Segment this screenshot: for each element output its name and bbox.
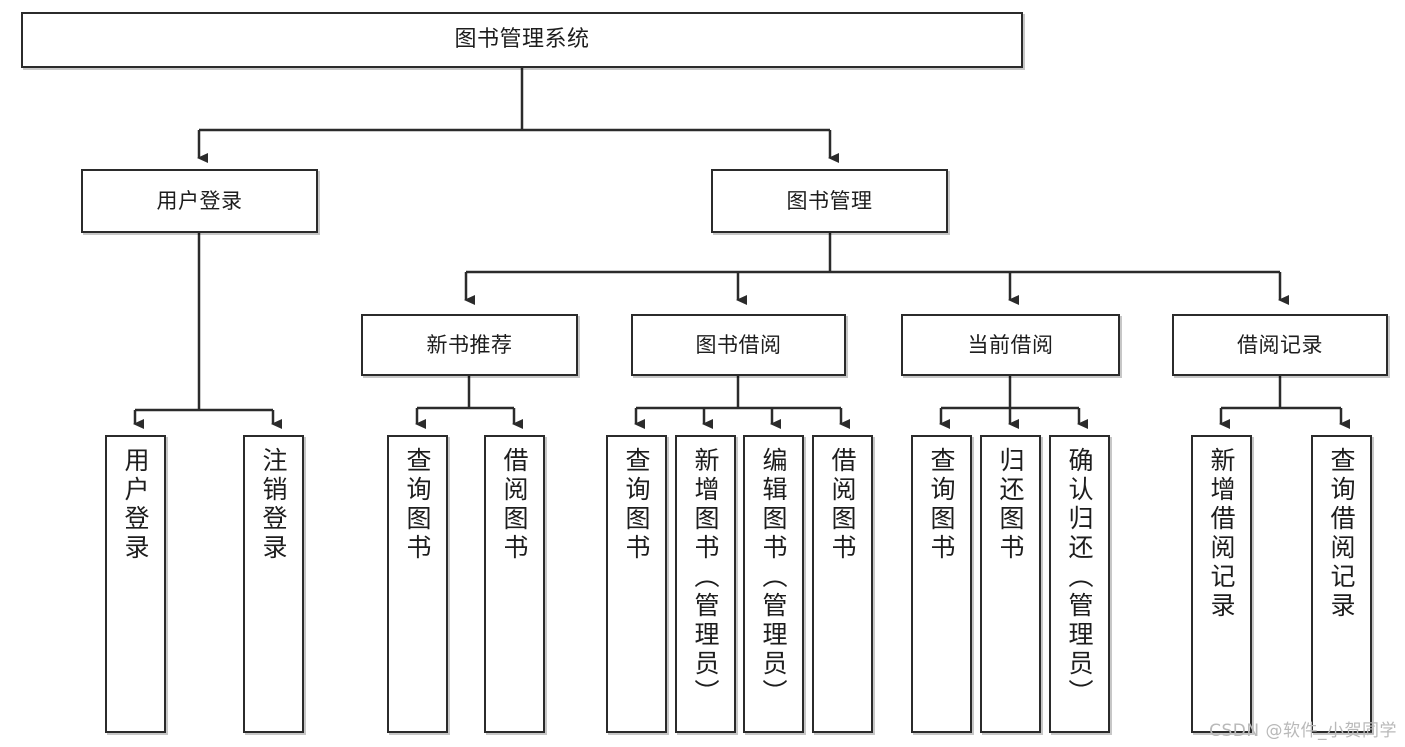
- node-new-book-recommend-label: 新书推荐: [426, 332, 513, 357]
- leaf-borrow-borrow-book[interactable]: 借阅图书: [812, 435, 873, 733]
- node-current-borrow[interactable]: 当前借阅: [901, 314, 1120, 376]
- leaf-user-login-signout[interactable]: 注销登录: [243, 435, 304, 733]
- leaf-label: 编辑图书（管理员）: [759, 447, 788, 708]
- leaf-label: 新增图书（管理员）: [691, 447, 720, 708]
- node-book-management[interactable]: 图书管理: [711, 169, 948, 233]
- node-book-management-label: 图书管理: [786, 188, 873, 213]
- leaf-current-return[interactable]: 归还图书: [980, 435, 1041, 733]
- leaf-label: 查询图书: [403, 447, 432, 563]
- node-new-book-recommend[interactable]: 新书推荐: [361, 314, 578, 376]
- leaf-borrow-edit-book[interactable]: 编辑图书（管理员）: [743, 435, 804, 733]
- leaf-borrow-add-book[interactable]: 新增图书（管理员）: [675, 435, 736, 733]
- node-root[interactable]: 图书管理系统: [21, 12, 1023, 68]
- leaf-current-query[interactable]: 查询图书: [911, 435, 972, 733]
- leaf-label: 借阅图书: [828, 447, 857, 563]
- node-root-label: 图书管理系统: [454, 27, 590, 53]
- node-borrow-records-label: 借阅记录: [1237, 332, 1323, 357]
- node-user-login-label: 用户登录: [156, 188, 243, 213]
- leaf-label: 查询图书: [927, 447, 956, 563]
- leaf-user-login-signin[interactable]: 用户登录: [105, 435, 166, 733]
- leaf-label: 新增借阅记录: [1207, 447, 1236, 621]
- leaf-label: 归还图书: [996, 447, 1025, 563]
- leaf-label: 查询借阅记录: [1327, 447, 1356, 621]
- leaf-new-book-query[interactable]: 查询图书: [387, 435, 448, 733]
- leaf-records-query[interactable]: 查询借阅记录: [1311, 435, 1372, 733]
- node-book-borrow-label: 图书借阅: [695, 332, 782, 357]
- leaf-records-add[interactable]: 新增借阅记录: [1191, 435, 1252, 733]
- node-book-borrow[interactable]: 图书借阅: [631, 314, 846, 376]
- node-current-borrow-label: 当前借阅: [967, 332, 1054, 357]
- watermark: CSDN @软件_小贺同学: [1209, 721, 1397, 741]
- node-user-login[interactable]: 用户登录: [81, 169, 318, 233]
- node-borrow-records[interactable]: 借阅记录: [1172, 314, 1388, 376]
- leaf-label: 查询图书: [622, 447, 651, 563]
- leaf-new-book-borrow[interactable]: 借阅图书: [484, 435, 545, 733]
- leaf-label: 借阅图书: [500, 447, 529, 563]
- leaf-label: 用户登录: [121, 447, 150, 563]
- leaf-label: 注销登录: [259, 447, 288, 563]
- leaf-borrow-query[interactable]: 查询图书: [606, 435, 667, 733]
- leaf-current-confirm-return[interactable]: 确认归还（管理员）: [1049, 435, 1110, 733]
- leaf-label: 确认归还（管理员）: [1065, 447, 1094, 708]
